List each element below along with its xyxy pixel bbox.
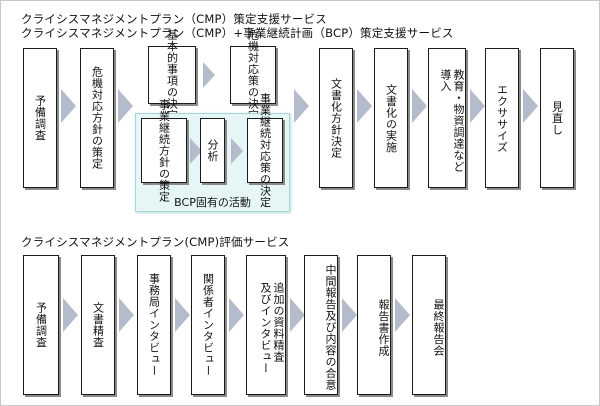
eval-additional-review: 追加の資料精査 及びインタビュー <box>246 255 286 395</box>
flow-arrow <box>231 138 243 164</box>
step-exercise: エクササイズ <box>485 48 519 188</box>
flow-arrow <box>342 298 357 332</box>
eval-report-writing: 報告書作成 <box>357 255 391 395</box>
eval-stakeholder-interview: 関係者インタビュー <box>191 255 225 395</box>
step-basic-matters: 基本的事項の決定 <box>148 29 196 121</box>
flow-arrow <box>470 89 485 123</box>
bcp-continuity-measures: 事業継続対応策の決定 <box>247 93 283 208</box>
step-crisis-policy: 危機対応方針の策定 <box>80 48 114 188</box>
flow-arrow <box>118 89 133 123</box>
step-education-procurement: 教育・物資調達など 導入 <box>428 48 466 188</box>
flow-arrow <box>290 298 305 332</box>
flow-arrow <box>294 89 309 123</box>
bcp-analysis: 分析 <box>200 118 225 183</box>
cmp-bcp-service-heading: クライシスマネジメントプラン（CMP）+事業継続計画（BCP）策定支援サービス <box>21 26 454 40</box>
flow-arrow <box>229 298 244 332</box>
flow-arrow <box>190 138 202 164</box>
step-documentation-execution: 文書化の実施 <box>374 48 408 188</box>
flow-arrow <box>175 298 190 332</box>
eval-final-report: 最終報告会 <box>412 255 446 395</box>
cmp-service-heading: クライシスマネジメントプラン（CMP）策定支援サービス <box>21 12 327 26</box>
flow-arrow <box>357 89 372 123</box>
bcp-activities-label: BCP固有の活動 <box>174 196 251 209</box>
flow-arrow <box>203 62 215 88</box>
step-review: 見直し <box>540 48 574 188</box>
eval-interim-report: 中間報告及び内容の合意 <box>304 255 338 395</box>
step-documentation-policy: 文書化方針決定 <box>319 48 353 188</box>
flow-arrow <box>412 89 427 123</box>
eval-secretariat-interview: 事務局インタビュー <box>137 255 171 395</box>
cmp-evaluation-heading: クライシスマネジメントプラン(CMP)評価サービス <box>21 235 290 249</box>
eval-document-review: 文書精査 <box>81 255 115 395</box>
flow-arrow <box>523 89 538 123</box>
step-preliminary-survey: 予備調査 <box>23 48 57 188</box>
eval-preliminary-survey: 予備調査 <box>23 255 59 395</box>
flow-arrow <box>395 298 410 332</box>
flow-arrow <box>119 298 134 332</box>
flow-arrow <box>61 89 76 123</box>
step-crisis-measures: 危機対応策の決定 <box>230 29 276 121</box>
flow-arrow <box>63 298 78 332</box>
bcp-continuity-policy: 事業継続方針の策定 <box>141 99 187 202</box>
